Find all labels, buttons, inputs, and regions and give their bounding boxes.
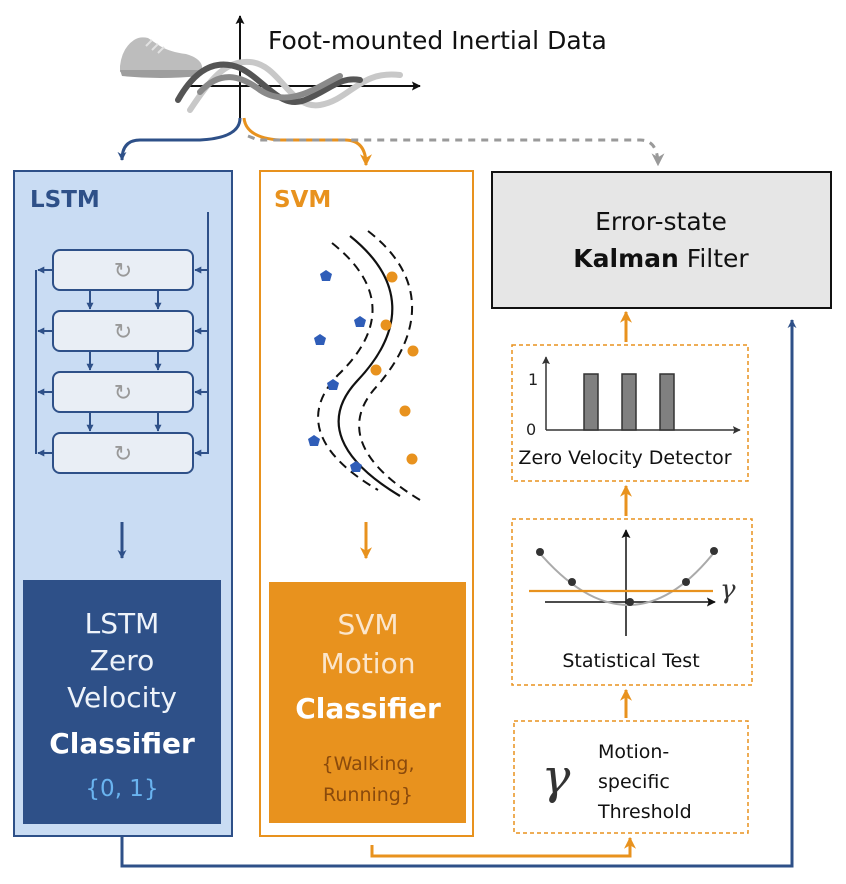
lstm-classifier-line-1: LSTM [85,607,160,640]
recurrent-loop-icon: ↻ [114,259,132,284]
lstm-classifier-line-2: Zero [90,644,154,677]
svm-class-points [308,270,419,472]
svm-classifier-line-2: Motion [321,647,416,680]
lstm-network: ↻ ↻ ↻ ↻ [35,212,209,474]
lstm-classifier-bold: Classifier [49,727,195,760]
lstm-classifier-box [23,580,221,824]
threshold-gamma-icon: γ [542,749,571,805]
arrow-lstm-to-kalman [120,319,797,868]
shoe-icon [120,37,202,78]
recurrent-loop-icon: ↻ [114,381,132,406]
kalman-rest: Filter [679,244,750,273]
statistical-test-plot: γ [529,529,736,636]
zvd-bar [583,373,599,431]
svm-classifier-output-line-2: Running} [323,784,413,806]
zvd-bars [583,373,675,431]
kalman-filter-box [491,171,832,309]
svm-classifier-line-1: SVM [337,608,398,641]
lstm-cell: ↻ [52,432,194,474]
threshold-line-2: specific [598,771,670,793]
zvd-bar [621,373,637,431]
stat-gamma: γ [720,575,736,605]
zvd-tick-one: 1 [528,370,538,389]
svm-label: SVM [274,187,331,213]
kalman-line-2: Kalman Filter [573,244,749,273]
kalman-bold: Kalman [573,244,679,273]
svm-classifier-output-line-1: {Walking, [321,753,414,775]
zvd-bar [659,373,675,431]
svm-classifier-box [269,582,466,823]
lstm-cell: ↻ [52,310,194,352]
arrow-to-lstm [117,117,242,161]
lstm-classifier-line-3: Velocity [67,681,177,714]
zvd-label: Zero Velocity Detector [518,447,731,469]
zvd-tick-zero: 0 [526,420,536,439]
zvd-plot: 1 0 [526,356,741,439]
arrow-to-kalman [247,134,665,167]
lstm-label: LSTM [30,187,100,213]
recurrent-loop-icon: ↻ [114,320,132,345]
threshold-box [513,720,749,834]
inertial-signal-plot [175,15,421,118]
threshold-line-1: Motion- [598,741,669,763]
arrow-svm-to-threshold [370,836,636,858]
svm-classifier-bold: Classifier [295,692,441,725]
lstm-cell: ↻ [52,249,194,291]
lstm-cell: ↻ [52,371,194,413]
header-title: Foot-mounted Inertial Data [268,26,607,55]
statistical-test-label: Statistical Test [562,650,699,672]
kalman-line-1: Error-state [595,207,727,236]
lstm-classifier-output: {0, 1} [85,776,158,802]
recurrent-loop-icon: ↻ [114,442,132,467]
threshold-line-3: Threshold [597,801,692,823]
